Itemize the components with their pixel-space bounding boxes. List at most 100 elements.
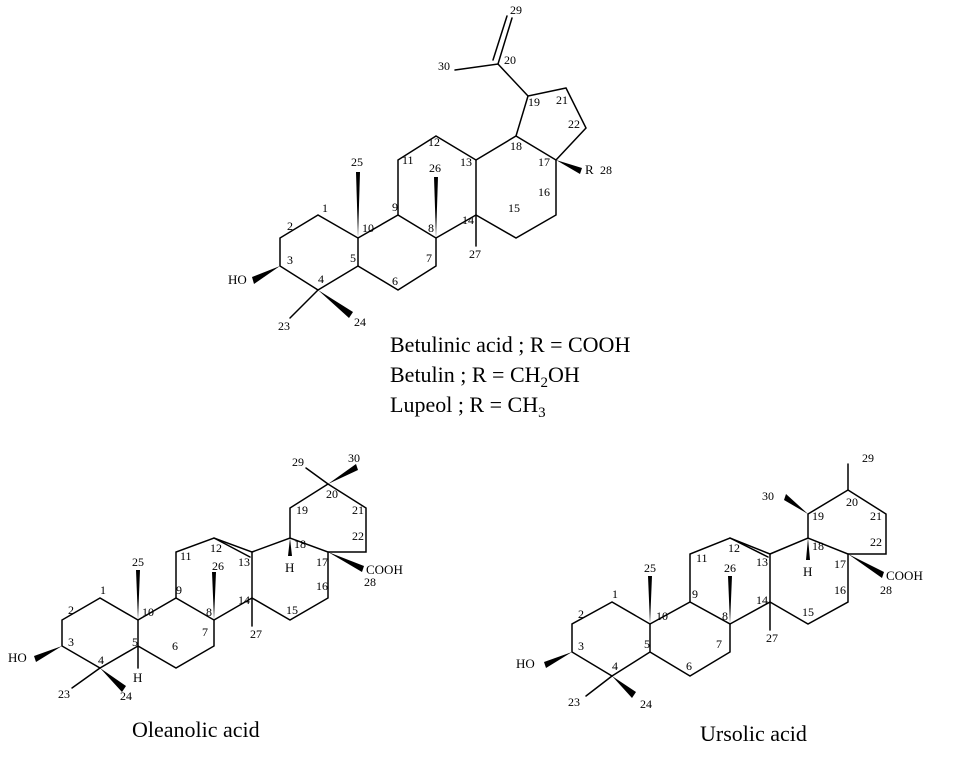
lupane-skeleton	[252, 15, 587, 319]
ursane-c21: 21	[870, 509, 882, 523]
lupane-c13: 13	[460, 155, 472, 169]
ursane-c3: 3	[578, 639, 584, 653]
ursane-c20: 20	[846, 495, 858, 509]
ursane-c30: 30	[762, 489, 774, 503]
ursane-c25: 25	[644, 561, 656, 575]
ursane-c15: 15	[802, 605, 814, 619]
oleanane-atom-numbers: 1 2 3 4 5 6 7 8 9 10 11 12 13 14 15 16 1…	[58, 451, 376, 703]
lupane-r-label: R	[585, 162, 594, 177]
ursane-c17: 17	[834, 557, 846, 571]
oleanane-c10: 10	[142, 605, 154, 619]
lupane-c16: 16	[538, 185, 550, 199]
ursane-c9: 9	[692, 587, 698, 601]
ursane-c12: 12	[728, 541, 740, 555]
oleanane-c8: 8	[206, 605, 212, 619]
ursane-c28: 28	[880, 583, 892, 597]
oleanane-c30: 30	[348, 451, 360, 465]
ursane-c7: 7	[716, 637, 722, 651]
lupane-c19: 19	[528, 95, 540, 109]
ursane-c6: 6	[686, 659, 692, 673]
lupane-c20: 20	[504, 53, 516, 67]
oleanane-skeleton	[34, 464, 367, 692]
lupane-c28: 28	[600, 163, 612, 177]
oleanane-c7: 7	[202, 625, 208, 639]
lupane-captions: Betulinic acid ; R = COOH Betulin ; R = …	[390, 332, 630, 421]
ursane-c16: 16	[834, 583, 846, 597]
oleanane-c3: 3	[68, 635, 74, 649]
lupane-c26: 26	[429, 161, 441, 175]
lupane-c14: 14	[462, 213, 474, 227]
ursane-c14: 14	[756, 593, 768, 607]
ursane-c29: 29	[862, 451, 874, 465]
ursane-c1: 1	[612, 587, 618, 601]
caption-lupeol: Lupeol ; R = CH3	[390, 392, 546, 421]
ursane-c8: 8	[722, 609, 728, 623]
lupane-c12: 12	[428, 135, 440, 149]
oleanane-c29: 29	[292, 455, 304, 469]
ursane-c18: 18	[812, 539, 824, 553]
lupane-c1: 1	[322, 201, 328, 215]
oleanane-c18: 18	[294, 537, 306, 551]
oleanane-c27: 27	[250, 627, 262, 641]
oleanane-c24: 24	[120, 689, 132, 703]
ursane-c5: 5	[644, 637, 650, 651]
lupane-c8: 8	[428, 221, 434, 235]
oleanane-c17: 17	[316, 555, 328, 569]
oleanane-c21: 21	[352, 503, 364, 517]
caption-betulin: Betulin ; R = CH2OH	[390, 362, 580, 391]
ursane-skeleton	[544, 463, 887, 698]
lupane-c22: 22	[568, 117, 580, 131]
oleanane-c20: 20	[326, 487, 338, 501]
ursane-c11: 11	[696, 551, 708, 565]
oleanane-c26: 26	[212, 559, 224, 573]
ursane-c10: 10	[656, 609, 668, 623]
lupane-c4: 4	[318, 272, 324, 286]
ursane-hydroxyl-label: HO	[516, 656, 535, 671]
lupane-c2: 2	[287, 219, 293, 233]
lupane-c17: 17	[538, 155, 550, 169]
ursane-c22: 22	[870, 535, 882, 549]
oleanane-c22: 22	[352, 529, 364, 543]
lupane-c6: 6	[392, 274, 398, 288]
lupane-c3: 3	[287, 253, 293, 267]
oleanane-c15: 15	[286, 603, 298, 617]
ursane-c27: 27	[766, 631, 778, 645]
oleanane-title: Oleanolic acid	[132, 717, 260, 742]
oleanane-c1: 1	[100, 583, 106, 597]
ursane-acid-label: COOH	[886, 568, 923, 583]
oleanane-c11: 11	[180, 549, 192, 563]
oleanane-c6: 6	[172, 639, 178, 653]
oleanane-h18-label: H	[285, 560, 294, 575]
lupane-hydroxyl-label: HO	[228, 272, 247, 287]
oleanane-hydroxyl-label: HO	[8, 650, 27, 665]
oleanane-c14: 14	[238, 593, 250, 607]
lupane-c30: 30	[438, 59, 450, 73]
oleanane-c28: 28	[364, 575, 376, 589]
lupane-c29: 29	[510, 3, 522, 17]
lupane-c10: 10	[362, 221, 374, 235]
lupane-atom-numbers: 1 2 3 4 5 6 7 8 9 10 11 12 13 14 15 16 1…	[278, 3, 612, 333]
oleanane-c16: 16	[316, 579, 328, 593]
lupane-c5: 5	[350, 251, 356, 265]
oleanane-c12: 12	[210, 541, 222, 555]
lupane-c15: 15	[508, 201, 520, 215]
oleanane-c4: 4	[98, 653, 104, 667]
lupane-c9: 9	[392, 200, 398, 214]
ursane-c24: 24	[640, 697, 652, 711]
oleanane-c23: 23	[58, 687, 70, 701]
ursane-c13: 13	[756, 555, 768, 569]
ursane-c26: 26	[724, 561, 736, 575]
oleanane-c19: 19	[296, 503, 308, 517]
oleanane-c5: 5	[132, 635, 138, 649]
ursane-c23: 23	[568, 695, 580, 709]
oleanane-h5-label: H	[133, 670, 142, 685]
ursane-h18-label: H	[803, 564, 812, 579]
ursane-c19: 19	[812, 509, 824, 523]
lupane-c18: 18	[510, 139, 522, 153]
ursane-c4: 4	[612, 659, 618, 673]
ursane-atom-numbers: 1 2 3 4 5 6 7 8 9 10 11 12 13 14 15 16 1…	[568, 451, 892, 711]
oleanane-c2: 2	[68, 603, 74, 617]
lupane-c27: 27	[469, 247, 481, 261]
lupane-c7: 7	[426, 251, 432, 265]
